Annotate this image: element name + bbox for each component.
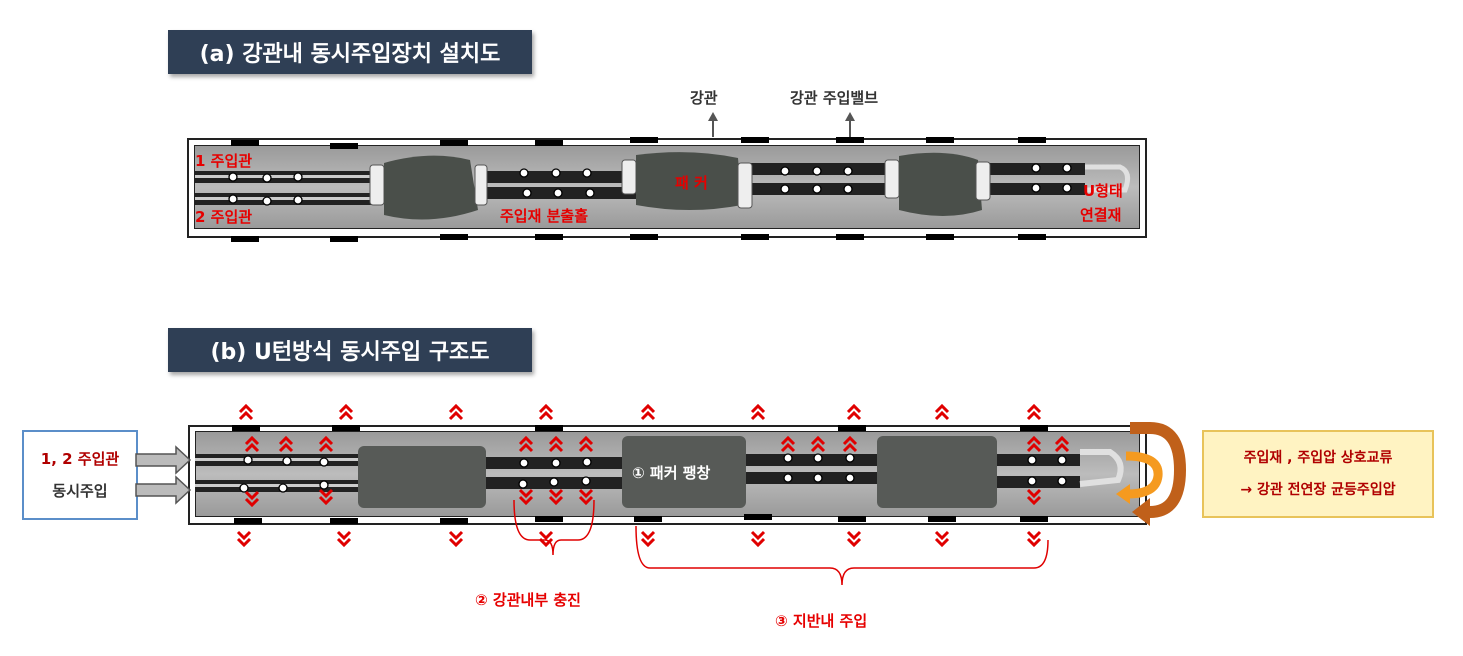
ground-injection-label: ③ 지반내 주입 [775,612,868,630]
valve-arrow [845,112,855,137]
valve-markers-b-bottom [234,514,1048,524]
pressure-chevrons-down [236,488,1042,548]
packers-a [369,152,991,220]
tube1-label: 1 주입관 [195,152,253,170]
outlet-holes-b [239,453,1067,493]
connector-label-line2: 연결재 [1080,206,1122,224]
input-arrows [135,445,192,505]
tube2-label: 2 주입관 [195,208,253,226]
left-box-line2: 동시주입 [52,482,108,500]
valve-markers-bottom [231,234,1046,242]
fill-inside-label: ② 강관내부 충진 [475,591,581,609]
left-injection-box: 1, 2 주입관 동시주입 [22,430,138,520]
outlet-holes-a [228,163,1072,206]
packers-b [358,436,997,508]
pipe-label: 강관 [690,89,718,107]
left-box-line1: 1, 2 주입관 [40,450,120,468]
connector-label-line1: U형태 [1083,182,1123,200]
pipe-arrow [708,112,718,137]
right-box-line2: → 강관 전연장 균등주입압 [1240,482,1396,498]
pressure-chevrons-up [238,403,1070,453]
packer-expand-label: ① 패커 팽창 [632,464,711,482]
right-result-box: 주입재 , 주입압 상호교류 → 강관 전연장 균등주입압 [1202,430,1434,518]
ground-injection-brace [635,525,1049,586]
panel-b-title: (b) U턴방식 동시주입 구조도 [168,328,532,372]
right-box-line1: 주입재 , 주입압 상호교류 [1243,450,1393,466]
u-turn-arrows [1116,422,1187,526]
outlet-hole-label: 주입재 분출홀 [500,207,589,225]
valve-markers-top [231,137,1046,149]
packer-label: 패 커 [675,174,708,192]
valve-label: 강관 주입밸브 [790,89,879,107]
fill-inside-brace [513,499,595,556]
panel-a-title: (a) 강관내 동시주입장치 설치도 [168,30,532,74]
valve-markers-b-top [232,425,1048,431]
